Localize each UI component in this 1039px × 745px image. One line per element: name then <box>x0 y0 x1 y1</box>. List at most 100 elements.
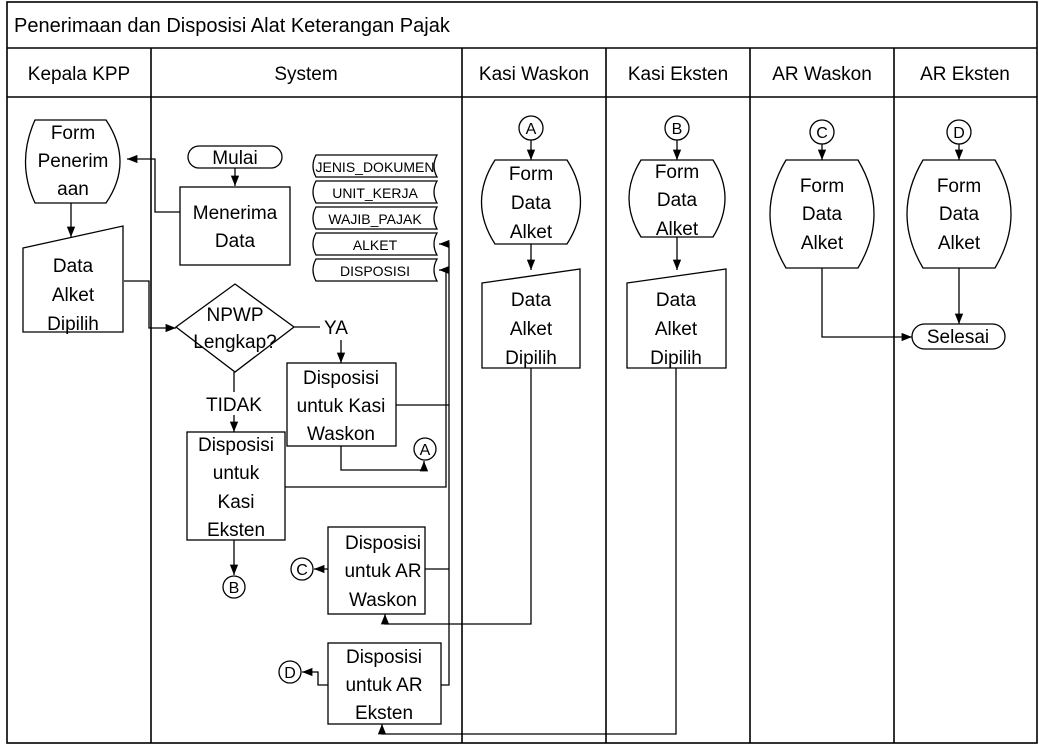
flow-waskon-to-conn-a <box>340 446 429 472</box>
lane-header-ar-eksten: AR Eksten <box>920 64 1010 85</box>
svg-text:untuk AR: untuk AR <box>345 675 422 696</box>
connector-d-target: D <box>946 119 972 145</box>
flow-kasi-waskon-data-to-ar-waskon <box>380 366 532 625</box>
database-unit-kerja: UNIT_KERJA <box>312 180 439 204</box>
svg-text:Alket: Alket <box>801 233 844 254</box>
svg-text:Waskon: Waskon <box>307 424 375 445</box>
svg-text:Alket: Alket <box>52 285 95 306</box>
flow-menerima-to-form <box>127 154 180 213</box>
flow-ar-eksten-to-db <box>441 405 450 686</box>
flow-kasi-eksten-data-to-ar-eksten <box>377 366 677 735</box>
svg-text:Data: Data <box>215 231 256 252</box>
mulai-terminator: Mulai <box>187 145 283 169</box>
disposisi-kasi-eksten-process: Disposisi untuk Kasi Eksten <box>186 431 286 541</box>
svg-text:Disposisi: Disposisi <box>303 368 379 389</box>
svg-text:Eksten: Eksten <box>207 520 265 541</box>
svg-text:C: C <box>816 125 828 142</box>
connector-b-source: B <box>222 575 246 599</box>
svg-text:Lengkap?: Lengkap? <box>193 332 276 353</box>
kasi-eksten-form-data-alket: Form Data Alket <box>628 159 726 240</box>
diagram-border <box>6 1 1038 744</box>
kasi-waskon-form-data-alket: Form Data Alket <box>480 159 582 245</box>
svg-text:Disposisi: Disposisi <box>346 647 422 668</box>
svg-text:Data: Data <box>802 204 843 225</box>
connector-c-target: C <box>809 119 835 145</box>
connector-c-source: C <box>290 557 314 581</box>
svg-text:D: D <box>953 125 965 142</box>
flow-waskon-to-alket <box>396 239 450 406</box>
connector-a-source: A <box>413 437 437 461</box>
svg-text:DISPOSISI: DISPOSISI <box>340 263 410 279</box>
svg-text:untuk Kasi: untuk Kasi <box>297 396 386 417</box>
svg-text:aan: aan <box>57 179 89 200</box>
database-wajib-pajak: WAJIB_PAJAK <box>312 206 439 230</box>
svg-text:Alket: Alket <box>510 222 553 243</box>
connector-d-source: D <box>278 660 302 684</box>
flow-data-to-decision <box>124 280 176 333</box>
svg-text:Alket: Alket <box>510 319 553 340</box>
svg-text:A: A <box>420 442 431 459</box>
svg-text:D: D <box>284 665 296 682</box>
database-jenis-dokumen: JENIS_DOKUMEN <box>312 154 439 178</box>
npwp-lengkap-decision: NPWP Lengkap? <box>174 283 296 373</box>
svg-text:Disposisi: Disposisi <box>345 533 421 554</box>
disposisi-kasi-waskon-process: Disposisi untuk Kasi Waskon <box>286 362 397 447</box>
menerima-data-process: Menerima Data <box>179 186 291 266</box>
svg-text:Alket: Alket <box>655 319 698 340</box>
svg-text:Kasi: Kasi <box>218 492 255 513</box>
svg-text:Form: Form <box>51 123 95 144</box>
svg-text:Dipilih: Dipilih <box>47 314 99 335</box>
lane-header-ar-waskon: AR Waskon <box>772 64 872 85</box>
svg-text:Eksten: Eksten <box>355 703 413 724</box>
svg-text:Mulai: Mulai <box>212 148 257 169</box>
svg-text:B: B <box>229 580 240 597</box>
svg-text:Form: Form <box>800 176 844 197</box>
disposisi-ar-waskon-process: Disposisi untuk AR Waskon <box>327 526 426 615</box>
svg-text:B: B <box>672 121 683 138</box>
svg-text:Penerim: Penerim <box>38 151 109 172</box>
svg-text:Data: Data <box>657 190 698 211</box>
svg-text:untuk AR: untuk AR <box>344 561 421 582</box>
flow-ar-waskon-to-selesai <box>821 268 912 342</box>
data-alket-dipilih-manual-input: Data Alket Dipilih <box>22 225 124 335</box>
svg-text:WAJIB_PAJAK: WAJIB_PAJAK <box>328 211 422 227</box>
form-penerimaan-display: Form Penerim aan <box>24 119 121 204</box>
lane-header-kasi-waskon: Kasi Waskon <box>479 64 589 85</box>
lane-header-kepala-kpp: Kepala KPP <box>28 64 130 85</box>
svg-text:Alket: Alket <box>656 219 699 240</box>
database-alket: ALKET <box>312 232 439 256</box>
svg-text:Waskon: Waskon <box>349 590 417 611</box>
svg-text:Data: Data <box>53 256 94 277</box>
flow-eksten-to-disposisi-db <box>285 265 450 488</box>
svg-text:Menerima: Menerima <box>193 203 278 224</box>
svg-text:Disposisi: Disposisi <box>198 435 274 456</box>
svg-text:untuk: untuk <box>213 463 260 484</box>
svg-text:Dipilih: Dipilih <box>650 348 702 369</box>
ya-label: YA <box>324 318 348 339</box>
database-list: JENIS_DOKUMEN UNIT_KERJA WAJIB_PAJAK ALK… <box>312 154 439 282</box>
svg-text:NPWP: NPWP <box>207 305 264 326</box>
lane-header-system: System <box>274 64 337 85</box>
kasi-waskon-data-alket-dipilih: Data Alket Dipilih <box>481 268 581 369</box>
svg-text:Form: Form <box>509 164 553 185</box>
svg-text:Data: Data <box>939 204 980 225</box>
svg-text:JENIS_DOKUMEN: JENIS_DOKUMEN <box>315 159 434 175</box>
svg-text:Form: Form <box>655 162 699 183</box>
svg-text:Data: Data <box>656 290 697 311</box>
lane-header-kasi-eksten: Kasi Eksten <box>628 64 728 85</box>
diagram-title: Penerimaan dan Disposisi Alat Keterangan… <box>14 15 451 37</box>
disposisi-ar-eksten-process: Disposisi untuk AR Eksten <box>327 642 442 725</box>
svg-text:A: A <box>526 121 537 138</box>
selesai-terminator: Selesai <box>911 323 1006 350</box>
database-disposisi: DISPOSISI <box>312 258 439 282</box>
svg-text:C: C <box>296 562 308 579</box>
flow-ar-eksten-to-conn-d <box>302 667 328 686</box>
svg-text:UNIT_KERJA: UNIT_KERJA <box>332 185 418 201</box>
svg-text:Data: Data <box>511 290 552 311</box>
connector-a-target: A <box>518 115 544 141</box>
ar-waskon-form-data-alket: Form Data Alket <box>769 159 875 269</box>
svg-text:Dipilih: Dipilih <box>505 348 557 369</box>
connector-b-target: B <box>664 115 690 141</box>
tidak-label: TIDAK <box>206 395 262 416</box>
